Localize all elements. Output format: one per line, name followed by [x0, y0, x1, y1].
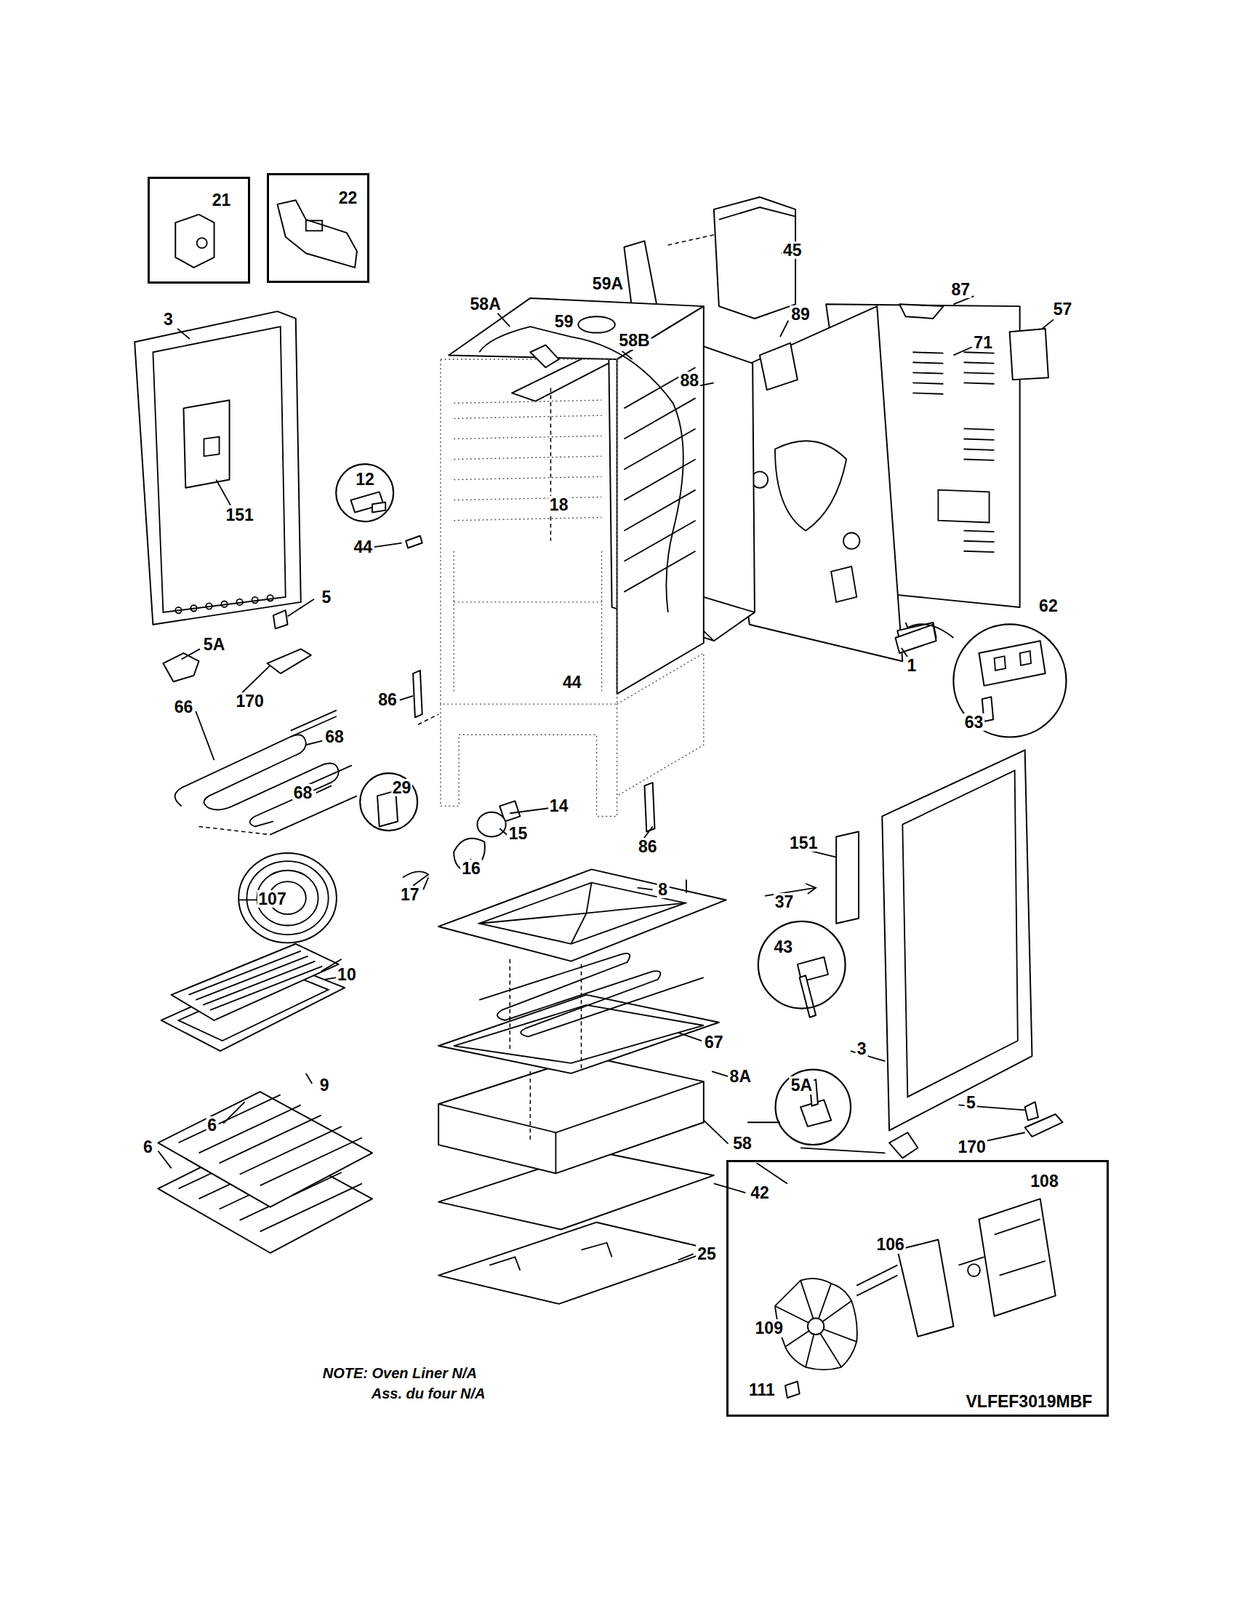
- callout-number: 1: [905, 655, 919, 674]
- callout-number: 17: [399, 885, 421, 904]
- leader-lines: [157, 253, 1054, 1260]
- callout-number: 68: [323, 727, 346, 746]
- callout-number: 21: [210, 191, 233, 209]
- callout-number: 88: [678, 371, 701, 389]
- fan-cover: [238, 852, 337, 943]
- callout-number: 106: [875, 1235, 906, 1253]
- callout-number: 3: [162, 310, 175, 328]
- note-text: Ass. du four N/A: [370, 1385, 488, 1402]
- model-number: VLFEF3019MBF: [964, 1392, 1095, 1410]
- callout-number: 8: [656, 880, 669, 898]
- callout-number: 5: [964, 1093, 978, 1111]
- part-box: 22: [266, 173, 369, 283]
- right-side-panel: [881, 749, 1063, 1158]
- callout-number: 9: [318, 1076, 331, 1094]
- part-21-drawing: [175, 214, 214, 268]
- callout-number: 87: [949, 280, 972, 299]
- callout-number: 37: [773, 892, 796, 911]
- circle-outline: [756, 919, 847, 1010]
- callout-number: 5: [319, 587, 333, 605]
- callout-number: 151: [788, 833, 819, 852]
- callout-number: 170: [956, 1137, 988, 1155]
- callout-number: 22: [337, 189, 360, 207]
- callout-number: 6: [205, 1116, 219, 1134]
- callout-number: 71: [972, 333, 994, 352]
- callout-number: 12: [354, 470, 376, 488]
- callout-number: 58B: [617, 331, 651, 349]
- callout-number: 45: [781, 241, 804, 259]
- oven-racks: [157, 1091, 373, 1253]
- callout-number: 42: [748, 1183, 771, 1202]
- detail-circle: 29: [359, 772, 419, 832]
- callout-number: 66: [173, 697, 195, 716]
- callout-number: 89: [789, 305, 812, 323]
- callout-number: 62: [1037, 596, 1060, 615]
- part-box: 21: [147, 176, 250, 284]
- circle-outline: [758, 921, 846, 1009]
- circle-outline: [775, 1068, 850, 1144]
- callout-number: 59: [553, 312, 576, 331]
- callout-number: 16: [460, 859, 483, 877]
- callout-number: 170: [234, 692, 265, 710]
- detail-circle: 6263: [951, 622, 1069, 739]
- detail-circle: 43: [756, 919, 847, 1010]
- detail-circle: 5A: [774, 1068, 853, 1146]
- callout-number: 86: [636, 837, 659, 856]
- callout-number: 111: [747, 1380, 777, 1399]
- broil-pan: [161, 943, 345, 1051]
- callout-number: 25: [695, 1244, 718, 1263]
- callout-number: 57: [1052, 300, 1074, 318]
- callout-number: 151: [223, 506, 255, 524]
- note-text: NOTE: Oven Liner N/A: [321, 1364, 479, 1380]
- callout-number: 43: [772, 937, 794, 956]
- callout-number: 29: [391, 778, 413, 797]
- callout-number: 10: [335, 964, 358, 983]
- callout-number: 6: [141, 1137, 155, 1155]
- callout-number: 86: [376, 690, 399, 709]
- callout-number: 109: [753, 1318, 785, 1337]
- callout-number: 108: [1028, 1172, 1060, 1190]
- callout-number: 18: [548, 495, 571, 514]
- detail-circle: 12: [335, 463, 395, 523]
- callout-number: 63: [963, 713, 986, 731]
- callout-number: 58: [731, 1134, 754, 1152]
- callout-number: 3: [855, 1039, 869, 1058]
- callout-circle-drawings: [351, 491, 1046, 1126]
- bottom-assembly: [438, 868, 727, 1304]
- callout-number: 59A: [591, 274, 625, 293]
- part-22-drawing: [277, 199, 357, 268]
- left-side-panel: [134, 311, 302, 625]
- callout-number: 14: [548, 796, 571, 815]
- callout-number: 15: [507, 824, 530, 842]
- callout-number: 67: [703, 1033, 725, 1051]
- callout-number: 5A: [202, 635, 227, 653]
- oven-cavity: [440, 298, 704, 817]
- callout-number: 44: [561, 673, 584, 691]
- callout-number: 68: [292, 783, 315, 802]
- bake-element: [175, 710, 357, 835]
- callout-number: 107: [256, 889, 288, 908]
- fan-motor-drawing: [775, 1198, 1056, 1398]
- callout-number: 44: [352, 538, 375, 556]
- callout-number: 5A: [789, 1076, 814, 1094]
- circle-outline: [336, 463, 395, 522]
- inset-box: 108 106 109 111VLFEF3019MBF: [726, 1159, 1109, 1417]
- circle-outline: [953, 623, 1066, 737]
- circle-outline: [359, 772, 418, 831]
- callout-number: 58A: [468, 295, 503, 313]
- callout-number: 8A: [728, 1067, 753, 1085]
